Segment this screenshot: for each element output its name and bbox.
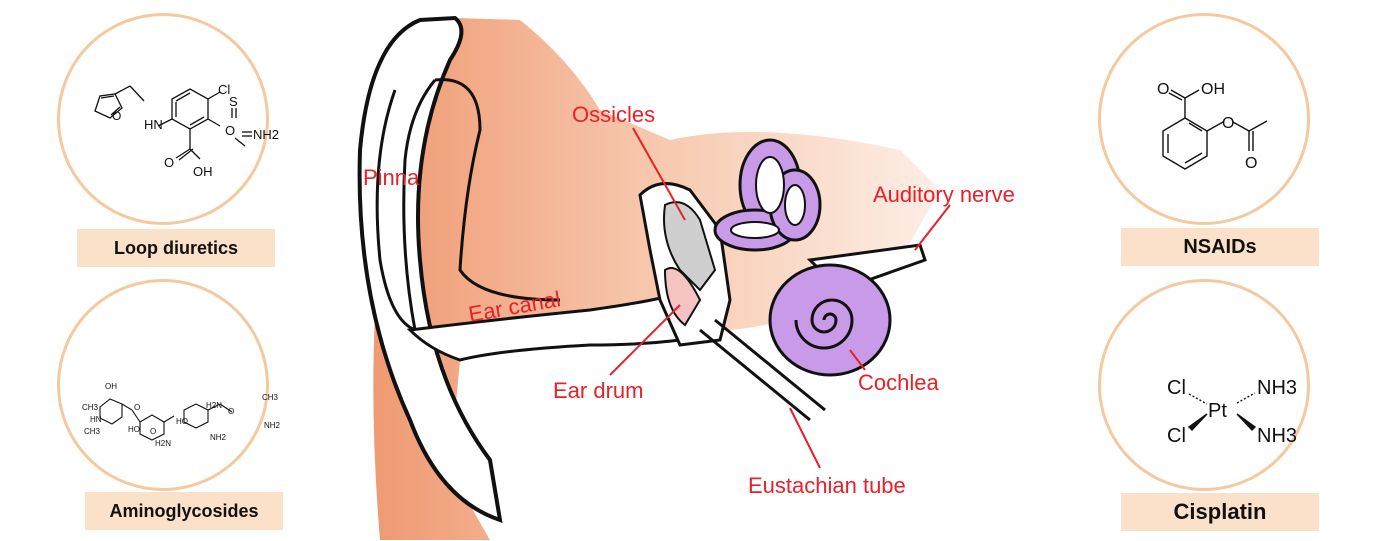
- eustachian-tube-label: Eustachian tube: [748, 473, 906, 498]
- ossicles-label: Ossicles: [572, 102, 655, 127]
- atom-label: O: [164, 155, 174, 170]
- atom-label: O: [112, 109, 121, 123]
- atom-label: NH3: [1257, 425, 1297, 447]
- atom-label: H2N: [206, 401, 222, 410]
- atom-label: HO: [128, 425, 140, 434]
- pinna-shape: [357, 15, 503, 523]
- atom-label: OH: [1201, 81, 1225, 98]
- atom-label: NH2: [253, 127, 279, 142]
- atom-label: S: [229, 94, 238, 109]
- atom-label: OH: [105, 382, 117, 391]
- nsaids-label: NSAIDs: [1121, 228, 1319, 266]
- atom-label: Pt: [1208, 400, 1227, 422]
- ear-anatomy-diagram: Pinna Ossicles Auditory nerve Ear canal …: [357, 15, 1015, 540]
- atom-label: O: [1245, 155, 1257, 172]
- atom-label: Cl: [1167, 377, 1186, 399]
- atom-label: CH3: [84, 427, 101, 436]
- atom-label: H2N: [155, 439, 171, 448]
- atom-label: NH3: [1257, 377, 1297, 399]
- atom-label: O: [1222, 115, 1234, 132]
- ear-canal-shape: [406, 292, 682, 362]
- aminoglycoside-structure: OH CH3 HN CH3 O HO O HO H2N H2N O NH2 CH…: [82, 382, 281, 448]
- aminoglycosides-circle: OH CH3 HN CH3 O HO O HO H2N H2N O NH2 CH…: [57, 279, 281, 491]
- concha-fold: [434, 78, 561, 302]
- atom-label: Cl: [1167, 425, 1186, 447]
- atom-label: O: [134, 403, 140, 412]
- pointer-lines: [609, 127, 951, 469]
- cisplatin-label: Cisplatin: [1121, 493, 1319, 531]
- cochlea-shape: [768, 263, 892, 377]
- aspirin-structure: O OH O O: [1157, 81, 1268, 172]
- atom-label: O: [150, 427, 156, 436]
- auditory-nerve-label: Auditory nerve: [873, 182, 1015, 207]
- atom-label: HO: [176, 417, 188, 426]
- ear-drum-label: Ear drum: [553, 378, 643, 403]
- atom-label: HN: [90, 415, 102, 424]
- nsaids-circle: O OH O O: [1098, 13, 1310, 225]
- aminoglycosides-label: Aminoglycosides: [85, 492, 283, 530]
- loop-diuretics-label: Loop diuretics: [77, 229, 275, 267]
- atom-label: NH2: [210, 433, 227, 442]
- furosemide-structure: O Cl S O NH2 HN O OH: [94, 82, 279, 179]
- eustachian-tube-shape: [699, 318, 826, 422]
- atom-label: HN: [144, 117, 163, 132]
- atom-label: Cl: [218, 82, 230, 97]
- atom-label: O: [225, 123, 235, 138]
- atom-label: O: [228, 407, 234, 416]
- atom-label: OH: [193, 164, 213, 179]
- pinna-label: Pinna: [363, 165, 420, 190]
- loop-diuretics-circle: O Cl S O NH2 HN O OH: [57, 13, 279, 225]
- cisplatin-circle: Cl Cl Pt NH3 NH3: [1098, 279, 1310, 491]
- atom-label: CH3: [262, 393, 279, 402]
- ossicles-shape: [663, 201, 717, 292]
- atom-label: CH3: [82, 403, 99, 412]
- cisplatin-structure: Cl Cl Pt NH3 NH3: [1167, 377, 1297, 447]
- atom-label: NH2: [264, 421, 281, 430]
- atom-label: O: [1157, 81, 1169, 98]
- cochlea-label: Cochlea: [858, 370, 939, 395]
